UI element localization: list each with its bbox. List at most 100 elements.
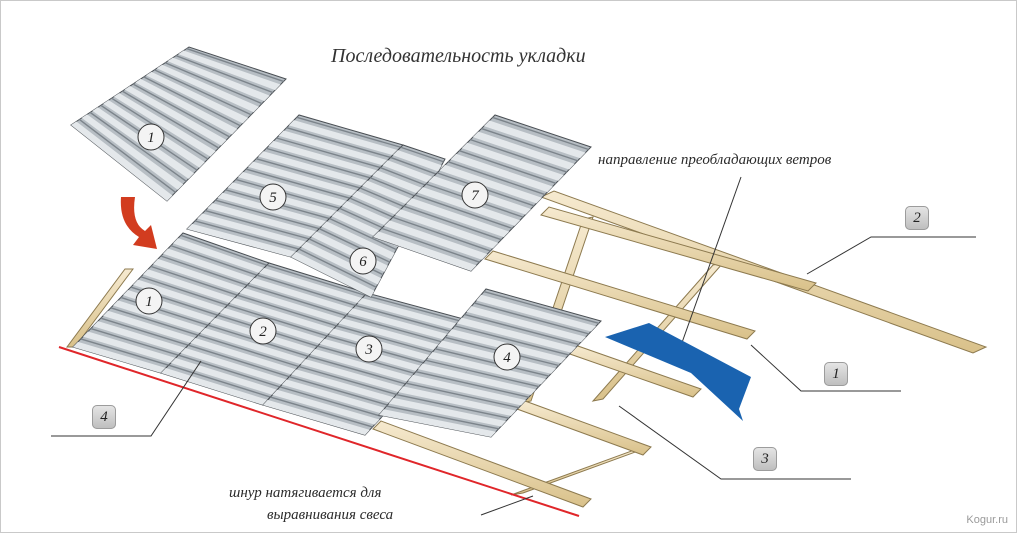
corrugation-groove xyxy=(355,304,460,335)
corrugation-groove xyxy=(400,146,444,163)
sheet-number-circle xyxy=(349,247,377,275)
corrugation-ridge xyxy=(153,258,245,293)
sheet-number: 7 xyxy=(471,188,480,204)
corrugation-ridge xyxy=(372,170,429,197)
corrugation-ridge xyxy=(288,120,398,156)
corrugation-groove xyxy=(266,147,371,179)
corrugation-groove xyxy=(143,76,241,127)
corrugation-ridge xyxy=(291,369,399,404)
corrugation-ridge xyxy=(278,130,388,166)
sheet-number-circle xyxy=(355,335,383,363)
corrugation-groove xyxy=(470,138,568,173)
corrugation-ridge xyxy=(450,153,553,193)
corrugation-ridge xyxy=(348,308,457,342)
sheet-sheet-1: 1 xyxy=(72,232,270,374)
corrugation-ridge xyxy=(472,131,575,170)
corrugation-ridge xyxy=(113,93,216,157)
corrugation-ridge xyxy=(456,317,576,353)
corrugation-groove xyxy=(345,314,450,345)
corrugation-ridge xyxy=(417,363,536,395)
batten-2 xyxy=(484,250,756,340)
corrugation-groove xyxy=(227,304,328,337)
sheet-number-circle xyxy=(461,181,489,209)
leader-4 xyxy=(51,360,202,437)
corrugation-groove xyxy=(459,150,557,184)
corrugation-ridge xyxy=(173,238,265,273)
corrugation-groove xyxy=(415,371,529,398)
cord-label-line-2: выравнивания свеса xyxy=(267,507,394,523)
corrugation-groove xyxy=(120,296,209,326)
corrugation-ridge xyxy=(392,150,442,172)
corrugation-ridge xyxy=(357,298,467,332)
corrugation-groove xyxy=(150,265,238,296)
sheet-sheet-1-sample: 1 xyxy=(70,46,287,202)
corrugation-groove xyxy=(132,83,230,138)
sheet-number-circle xyxy=(259,183,287,211)
corrugation-groove xyxy=(170,244,258,276)
callout-badge-3: 3 xyxy=(753,447,777,471)
batten-1 xyxy=(540,206,817,292)
corrugation-ridge xyxy=(143,269,235,303)
leader-3 xyxy=(618,405,851,480)
sheet-number: 6 xyxy=(359,254,367,270)
corrugation-groove xyxy=(154,69,252,116)
corrugation-groove xyxy=(140,276,228,306)
corrugation-groove xyxy=(110,307,199,336)
corrugation-ridge xyxy=(103,310,196,343)
corrugation-ridge xyxy=(163,248,255,283)
sheet-number-circle xyxy=(493,343,521,371)
corrugation-ridge xyxy=(408,374,526,406)
corrugation-ridge xyxy=(197,213,307,247)
corrugation-groove xyxy=(289,376,392,407)
corrugation-groove xyxy=(235,178,340,210)
corrugation-groove xyxy=(481,127,578,162)
sheet-number: 1 xyxy=(147,130,155,146)
wind-direction-label: направление преобладающих ветров xyxy=(598,152,832,168)
corrugation-groove xyxy=(204,209,310,240)
diagram-title: Последовательность укладки xyxy=(331,45,586,67)
corrugation-ridge xyxy=(362,180,422,210)
sheet-number: 2 xyxy=(259,324,267,340)
corrugation-groove xyxy=(255,158,361,189)
corrugation-groove xyxy=(245,168,351,199)
corrugation-groove xyxy=(215,199,320,230)
corrugation-ridge xyxy=(239,288,344,324)
corrugation-ridge xyxy=(338,318,447,353)
corrugation-ridge xyxy=(190,338,297,375)
corrugation-ridge xyxy=(329,328,438,363)
corrugation-ridge xyxy=(146,71,249,124)
corrugation-groove xyxy=(403,205,502,241)
corrugation-ridge xyxy=(93,321,186,353)
corrugation-ridge xyxy=(178,50,281,91)
corrugation-groove xyxy=(121,90,220,149)
corrugation-groove xyxy=(276,137,381,169)
cord-label-line-1: шнур натягивается для xyxy=(229,485,382,501)
sheet-sheet-7: 7 xyxy=(372,114,592,272)
corrugation-ridge xyxy=(300,359,409,394)
corrugation-ridge xyxy=(263,399,370,435)
corrugation-groove xyxy=(186,47,284,83)
corrugation-groove xyxy=(329,217,397,251)
alignment-cord xyxy=(58,346,580,517)
corrugation-ridge xyxy=(272,389,380,425)
sheet-sheet-4: 4 xyxy=(378,288,602,438)
sheet-number: 1 xyxy=(145,294,153,310)
corrugation-groove xyxy=(298,248,377,288)
corrugation-groove xyxy=(90,327,179,356)
corrugation-ridge xyxy=(73,341,166,373)
corrugation-ridge xyxy=(180,348,287,385)
corrugation-ridge xyxy=(248,161,358,196)
corrugation-ridge xyxy=(439,164,542,204)
corrugation-groove xyxy=(319,228,391,263)
corrugation-ridge xyxy=(81,114,184,190)
corrugation-groove xyxy=(390,156,438,175)
corrugation-groove xyxy=(392,216,491,252)
corrugation-ridge xyxy=(207,203,317,237)
callout-badge-4: 4 xyxy=(92,405,116,429)
sheet-number-circle xyxy=(249,317,277,345)
corrugation-groove xyxy=(492,116,589,151)
corrugation-groove xyxy=(237,294,337,327)
corrugation-ridge xyxy=(200,328,306,365)
corrugation-groove xyxy=(386,405,499,430)
corrugation-groove xyxy=(160,255,248,286)
